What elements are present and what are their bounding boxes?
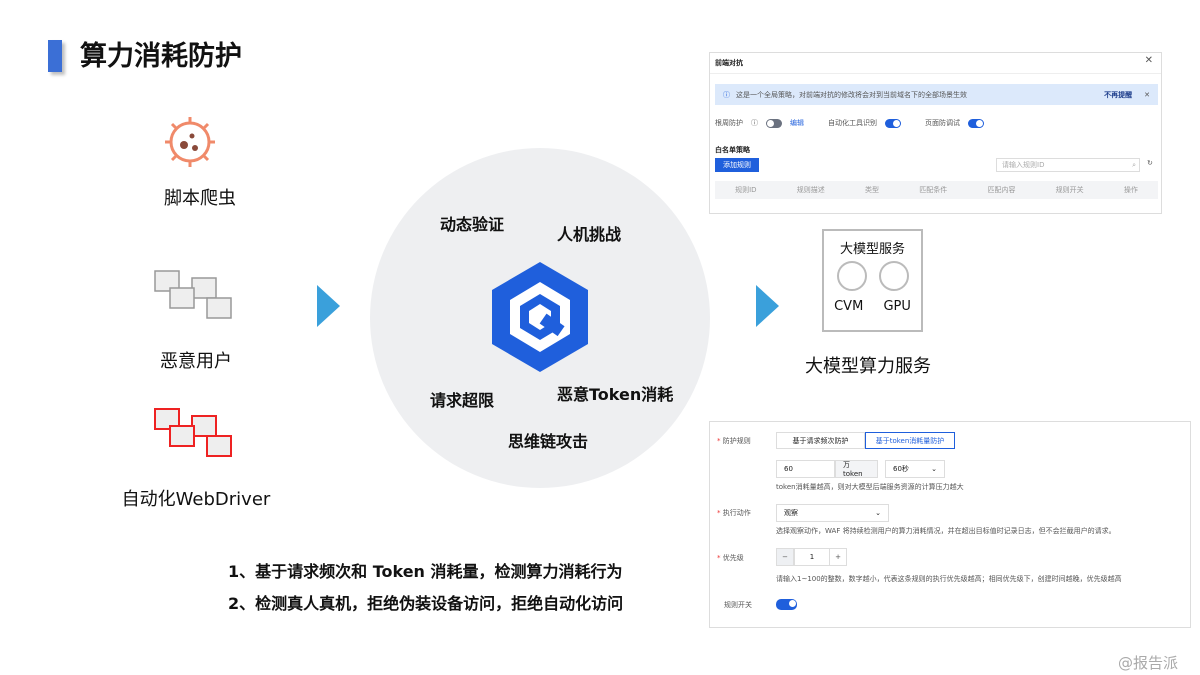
action-label: * 执行动作: [717, 509, 751, 517]
add-rule-button[interactable]: 添加规则: [715, 158, 759, 172]
threat-label-webdriver: 自动化WebDriver: [121, 489, 271, 510]
service-caption: 大模型算力服务: [805, 356, 931, 377]
toggle-label: 根周防护: [715, 119, 743, 127]
unit-label: 万 token: [835, 460, 878, 478]
increment-button[interactable]: +: [829, 548, 847, 566]
toggle-switch[interactable]: [968, 118, 984, 128]
panel-title: 前端对抗: [715, 59, 743, 67]
frontend-defense-panel: 前端对抗 ✕ ⓘ 这是一个全局策略，对前端对抗的修改将会对到当前域名下的全部场景…: [709, 52, 1162, 214]
bullet-1: 1、基于请求频次和 Token 消耗量，检测算力消耗行为: [228, 562, 623, 581]
toggle-label: 页面防调试: [925, 119, 960, 127]
malicious-users-computers-icon: [154, 270, 232, 319]
gpu-label: GPU: [883, 299, 911, 314]
threat-label-crawler: 脚本爬虫: [164, 188, 236, 209]
label-token-abuse: 恶意Token消耗: [557, 385, 674, 404]
model-service-title: 大模型服务: [839, 242, 905, 257]
period-select[interactable]: 60秒⌄: [885, 460, 945, 478]
toggle-switch[interactable]: [885, 118, 901, 128]
close-icon[interactable]: ✕: [1144, 55, 1153, 66]
label-request-limit: 请求超限: [430, 391, 495, 410]
arrow-right-icon: [756, 285, 779, 327]
token-rule-form: * 防护规则 基于请求频次防护 基于token消耗量防护 60 万 token …: [709, 421, 1191, 628]
cube-icon: [878, 261, 909, 291]
decrement-button[interactable]: −: [776, 548, 794, 566]
model-service-box: 大模型服务 CVM GPU: [822, 229, 923, 332]
priority-input[interactable]: 1: [794, 548, 830, 566]
amount-input[interactable]: 60: [776, 460, 835, 478]
section-title: 白名单策略: [715, 146, 750, 154]
action-select[interactable]: 观察⌄: [776, 504, 889, 522]
waf-logo-icon: [492, 262, 588, 372]
threat-label-malicious-users: 恶意用户: [160, 351, 232, 372]
dismiss-link[interactable]: 不再提醒: [1104, 90, 1133, 99]
label-dynamic-verify: 动态验证: [440, 215, 505, 234]
hint-priority: 请输入1~100的整数，数字越小，代表这条规则的执行优先级越高；相同优先级下，创…: [776, 575, 1122, 583]
tab-request-frequency[interactable]: 基于请求频次防护: [776, 432, 865, 449]
cube-icon: [836, 261, 867, 291]
toggle-switch[interactable]: [766, 118, 782, 128]
notice-banner: ⓘ 这是一个全局策略，对前端对抗的修改将会对到当前域名下的全部场景生效 不再提醒…: [715, 84, 1158, 105]
toggle-label: 自动化工具识别: [828, 119, 877, 127]
tab-token-consumption[interactable]: 基于token消耗量防护: [865, 432, 955, 449]
watermark: @报告派: [1118, 654, 1179, 672]
info-icon: ⓘ: [751, 119, 758, 127]
rule-label: * 防护规则: [717, 437, 751, 445]
search-input[interactable]: 请输入规则ID⌕: [996, 158, 1140, 172]
priority-label: * 优先级: [717, 554, 744, 562]
toggle-row: 根周防护 ⓘ 编辑 自动化工具识别 页面防调试: [715, 118, 984, 128]
notice-text: 这是一个全局策略，对前端对抗的修改将会对到当前域名下的全部场景生效: [736, 90, 967, 99]
label-cot-attack: 思维链攻击: [508, 432, 589, 451]
refresh-icon[interactable]: ↻: [1147, 159, 1153, 167]
spider-bug-icon: [165, 117, 215, 167]
bullet-2: 2、检测真人真机，拒绝伪装设备访问，拒绝自动化访问: [228, 594, 624, 613]
info-icon: ⓘ: [723, 90, 730, 99]
hint-token: token消耗量越高，则对大模型后端服务资源的计算压力越大: [776, 483, 964, 491]
close-icon[interactable]: ✕: [1144, 90, 1150, 99]
arrow-right-icon: [317, 285, 340, 327]
chevron-down-icon: ⌄: [931, 465, 937, 473]
switch-label: 规则开关: [724, 601, 752, 609]
label-captcha-challenge: 人机挑战: [557, 225, 622, 244]
edit-link[interactable]: 编辑: [790, 119, 804, 127]
search-icon: ⌕: [1132, 161, 1136, 169]
page-title: 算力消耗防护: [80, 41, 242, 72]
chevron-down-icon: ⌄: [875, 509, 881, 517]
title-accent-bar: [48, 40, 62, 72]
rule-switch[interactable]: [776, 599, 797, 610]
automation-computers-icon: [154, 408, 232, 457]
cvm-label: CVM: [834, 299, 864, 314]
hint-action: 选择观察动作，WAF 将持续检测用户的算力消耗情况，并在超出目标值时记录日志，但…: [776, 527, 1116, 535]
